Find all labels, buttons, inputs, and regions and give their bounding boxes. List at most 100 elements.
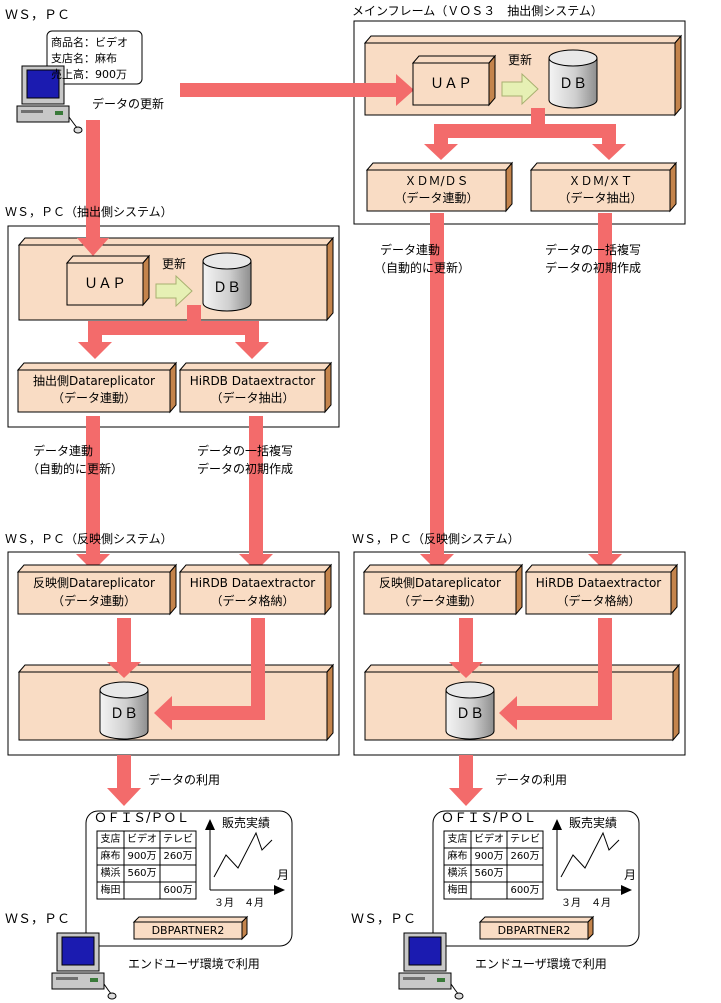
- xdm-xt-box: [529, 161, 678, 213]
- bottom-right-pc-icon: [398, 932, 464, 1000]
- table-right-h2: テレビ: [510, 834, 540, 845]
- table-left-r2c0: 梅田: [100, 885, 121, 896]
- sales-table-right: [443, 830, 544, 900]
- reflect-left-replicator-box: [16, 563, 178, 616]
- extract-link-label-1: データ連動: [33, 444, 94, 458]
- mainframe-link-label-2: （自動的に更新）: [374, 261, 471, 275]
- arrow-extractor-down: [249, 416, 263, 556]
- extract-uap-label: ＵＡＰ: [84, 276, 126, 292]
- xdm-ds-line1: ＸＤＭ/ＤＳ: [404, 174, 469, 188]
- update-data-label: データの更新: [92, 97, 165, 111]
- table-left-r1c0: 横浜: [100, 868, 121, 879]
- reflect-left-replicator-line1: 反映側Datareplicator: [33, 576, 155, 590]
- mainframe-bulk-label-2: データの初期作成: [545, 261, 642, 275]
- enduser-caption-left: エンドユーザ環境で利用: [128, 957, 260, 971]
- sales-chart-left: [205, 819, 285, 895]
- table-left-r0c1: 900万: [127, 851, 157, 862]
- arrow-xdm-ds-down: [430, 213, 444, 556]
- arrow-update-to-mainframe-head: [396, 74, 414, 106]
- extract-extractor-box: [178, 361, 333, 414]
- reflect-right-use-label: データの利用: [495, 773, 568, 787]
- extract-update-arrow: [155, 274, 193, 308]
- reflect-left-extractor-line1: HiRDB Dataextractor: [189, 576, 316, 590]
- chart-title-left: 販売実績: [222, 816, 271, 830]
- sales-table-left: [96, 830, 197, 900]
- bottom-left-pc-title: ＷＳ，ＰＣ: [5, 912, 71, 927]
- table-left-r0c0: 麻布: [100, 851, 121, 862]
- table-right-r0c2: 260万: [510, 851, 540, 862]
- mainframe-db-label: ＤＢ: [559, 76, 587, 92]
- extract-bulk-label-2: データの初期作成: [197, 462, 294, 476]
- xdm-xt-line1: ＸＤＭ/ＸＴ: [568, 174, 633, 188]
- table-right-h1: ビデオ: [474, 834, 504, 845]
- dbpartner-label-right: DBPARTNER2: [497, 924, 571, 937]
- sales-chart-right: [552, 819, 632, 895]
- bottom-right-pc-title: ＷＳ，ＰＣ: [351, 912, 417, 927]
- table-right-r2c2: 600万: [510, 885, 540, 896]
- chart-xlabel-right-1: ４月: [591, 898, 611, 909]
- note-line-product: 商品名：ビデオ: [51, 36, 128, 49]
- table-right-h0: 支店: [447, 834, 468, 845]
- note-line-branch: 支店名：麻布: [51, 52, 117, 65]
- mainframe-title: メインフレーム（ＶＯＳ３ 抽出側システム）: [352, 4, 603, 18]
- xdm-ds-line2: （データ連動）: [394, 191, 479, 205]
- extract-replicator-line1: 抽出側Datareplicator: [33, 374, 155, 388]
- table-left-r0c2: 260万: [163, 851, 193, 862]
- enduser-caption-right: エンドユーザ環境で利用: [475, 957, 607, 971]
- arrow-update-to-mainframe: [180, 83, 396, 97]
- arrow-replicator-down: [86, 416, 100, 556]
- ofis-window-left: [85, 810, 293, 947]
- extract-link-label-2: （自動的に更新）: [27, 462, 124, 476]
- ofis-window-right: [432, 810, 640, 947]
- reflect-right-extractor-line1: HiRDB Dataextractor: [535, 576, 662, 590]
- reflect-right-db-panel: [363, 663, 681, 742]
- extract-system-title: ＷＳ，ＰＣ（抽出側システム）: [5, 205, 173, 219]
- extract-db-label: ＤＢ: [213, 280, 241, 296]
- extract-uap-box: [65, 254, 151, 307]
- top-pc-icon: [16, 65, 83, 134]
- table-right-r0c1: 900万: [474, 851, 504, 862]
- chart-unit-right: 月: [624, 868, 637, 882]
- ofis-title-left: ＯＦＩＳ/ＰＯＬ: [94, 811, 190, 826]
- mainframe-uap-label: ＵＡＰ: [430, 76, 472, 92]
- chart-xlabel-right-0: ３月: [561, 898, 581, 909]
- reflect-left-use-label: データの利用: [148, 773, 221, 787]
- reflect-right-db-label: ＤＢ: [456, 706, 484, 722]
- reflect-right-db-cylinder: [445, 681, 495, 740]
- dbpartner-label-left: DBPARTNER2: [151, 924, 225, 937]
- table-left-h2: テレビ: [163, 834, 193, 845]
- reflect-left-extractor-line2: （データ格納）: [210, 594, 295, 608]
- sales-note-box: [46, 30, 143, 85]
- arrow-right-to-enduser: [459, 755, 473, 790]
- arrow-pc-to-extract: [86, 120, 100, 240]
- extract-replicator-box: [16, 361, 178, 414]
- table-right-r1c1: 560万: [474, 868, 504, 879]
- xdm-xt-line2: （データ抽出）: [558, 191, 643, 205]
- table-left-h0: 支店: [100, 834, 121, 845]
- reflect-left-replicator-line2: （データ連動）: [51, 594, 136, 608]
- reflect-left-db-panel: [17, 663, 335, 742]
- reflect-right-replicator-line2: （データ連動）: [397, 594, 482, 608]
- arrow-pc-to-extract-head: [77, 238, 109, 256]
- reflect-right-replicator-box: [362, 563, 524, 616]
- flow-arrows: [76, 74, 626, 806]
- reflect-left-db-cylinder: [99, 681, 149, 740]
- table-right-r2c0: 梅田: [447, 885, 468, 896]
- extract-bulk-label-1: データの一括複写: [197, 444, 294, 458]
- reflect-left-title: ＷＳ，ＰＣ（反映側システム）: [5, 532, 173, 546]
- arrow-xdm-xt-down: [598, 213, 612, 556]
- xdm-ds-box: [365, 161, 514, 213]
- arrow-left-to-enduser: [117, 755, 131, 790]
- table-right-r1c0: 横浜: [447, 868, 468, 879]
- reflect-right-extractor-box: [524, 563, 679, 616]
- extract-extractor-line1: HiRDB Dataextractor: [189, 374, 316, 388]
- mainframe-update-label: 更新: [508, 53, 533, 67]
- mainframe-db-cylinder: [548, 49, 598, 109]
- reflect-left-db-label: ＤＢ: [110, 706, 138, 722]
- mainframe-link-label-1: データ連動: [380, 243, 441, 257]
- dbpartner-box-right: [478, 915, 595, 941]
- chart-title-right: 販売実績: [569, 816, 618, 830]
- note-line-sales: 売上高：900万: [51, 68, 127, 81]
- table-left-r1c1: 560万: [127, 868, 157, 879]
- table-left-h1: ビデオ: [127, 834, 157, 845]
